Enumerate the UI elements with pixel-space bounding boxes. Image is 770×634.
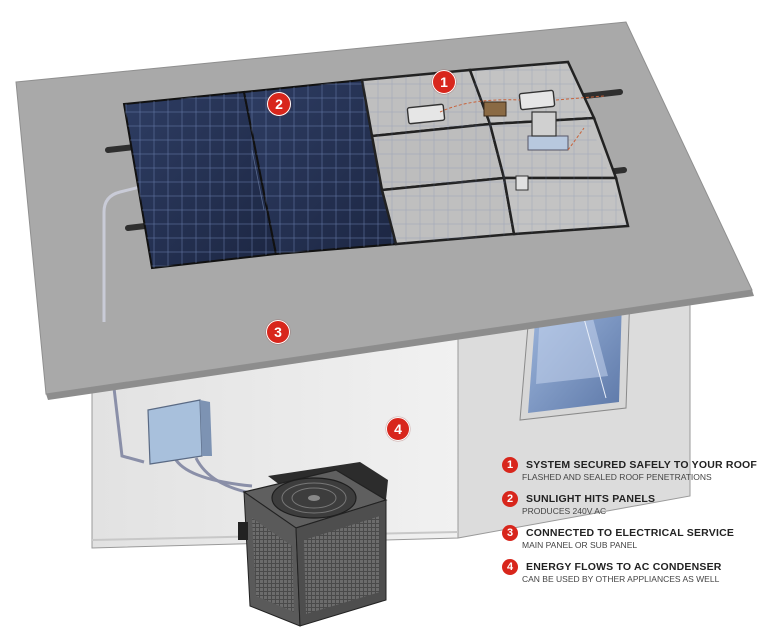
legend-title-4: ENERGY FLOWS TO AC CONDENSER [526, 561, 722, 573]
electrical-box [147, 399, 212, 465]
legend-badge-2: 2 [502, 491, 518, 507]
solar-panels-installed [122, 78, 400, 270]
legend: 1 SYSTEM SECURED SAFELY TO YOUR ROOF FLA… [502, 456, 764, 592]
badge-electrical: 3 [266, 320, 290, 344]
legend-item-1: 1 SYSTEM SECURED SAFELY TO YOUR ROOF FLA… [502, 456, 764, 490]
legend-badge-4: 4 [502, 559, 518, 575]
legend-sub-2: PRODUCES 240V AC [522, 506, 607, 516]
microinverters [406, 89, 569, 191]
legend-item-4: 4 ENERGY FLOWS TO AC CONDENSER CAN BE US… [502, 558, 764, 592]
legend-item-3: 3 CONNECTED TO ELECTRICAL SERVICE MAIN P… [502, 524, 764, 558]
legend-title-1: SYSTEM SECURED SAFELY TO YOUR ROOF [526, 459, 758, 471]
legend-title-3: CONNECTED TO ELECTRICAL SERVICE [526, 527, 735, 539]
legend-sub-1: FLASHED AND SEALED ROOF PENETRATIONS [522, 472, 712, 482]
ac-condenser [238, 462, 388, 627]
badge-panels: 2 [267, 92, 291, 116]
legend-sub-3: MAIN PANEL OR SUB PANEL [522, 540, 638, 550]
roof-wiring [439, 95, 605, 151]
legend-sub-4: CAN BE USED BY OTHER APPLIANCES AS WELL [522, 574, 720, 584]
legend-badge-1: 1 [502, 457, 518, 473]
badge-roof-mount: 1 [432, 70, 456, 94]
legend-badge-3: 3 [502, 525, 518, 541]
legend-title-2: SUNLIGHT HITS PANELS [526, 493, 656, 505]
legend-item-2: 2 SUNLIGHT HITS PANELS PRODUCES 240V AC [502, 490, 764, 524]
badge-energy-flow: 4 [386, 417, 410, 441]
